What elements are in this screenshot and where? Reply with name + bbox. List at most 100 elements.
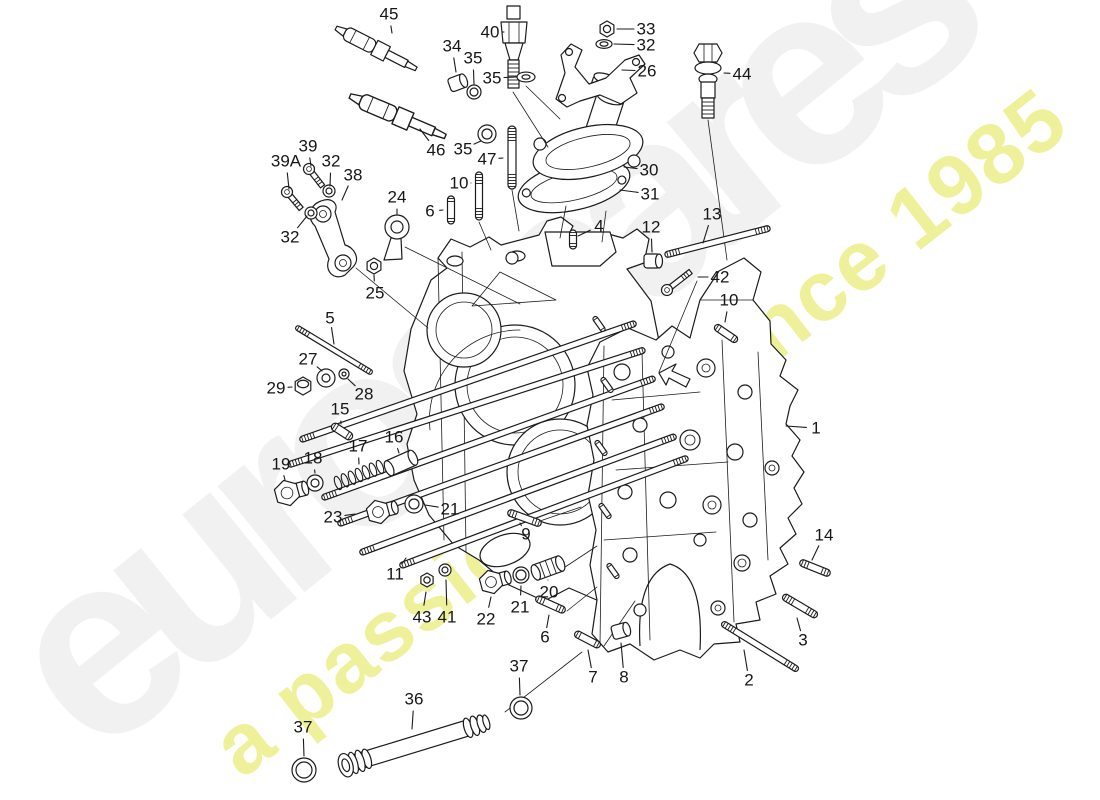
bolt-44 bbox=[693, 43, 723, 119]
part-screw-39a bbox=[280, 185, 304, 212]
part-number-label: 42 bbox=[711, 268, 730, 287]
part-washer-28 bbox=[338, 368, 350, 380]
callout-36: 36 bbox=[405, 690, 423, 730]
part-number-label: 15 bbox=[331, 400, 350, 419]
part-stud-10-top bbox=[474, 171, 484, 221]
part-spring-17 bbox=[333, 459, 385, 491]
part-oring-37a bbox=[509, 696, 533, 720]
part-number-label: 10 bbox=[450, 174, 469, 193]
callout-44: 44 bbox=[723, 65, 751, 84]
part-screw-39 bbox=[302, 162, 326, 189]
part-number-label: 14 bbox=[815, 526, 834, 545]
callout-11: 11 bbox=[386, 557, 407, 584]
part-number-label: 9 bbox=[521, 525, 530, 544]
part-number-label: 21 bbox=[441, 500, 460, 519]
mount-bracket-38 bbox=[309, 199, 357, 278]
part-number-label: 43 bbox=[413, 608, 432, 627]
crankcase-right-half bbox=[586, 257, 805, 661]
part-stud-3 bbox=[781, 593, 819, 619]
part-number-label: 5 bbox=[325, 309, 334, 328]
callout-39A: 39A bbox=[271, 152, 302, 190]
part-washer-18 bbox=[306, 474, 324, 492]
callout-41: 41 bbox=[438, 579, 456, 627]
part-washer-32b bbox=[322, 184, 336, 198]
part-head-stud-a bbox=[299, 320, 637, 443]
part-rod-11 bbox=[399, 455, 689, 569]
part-number-label: 45 bbox=[380, 5, 399, 24]
part-sleeve-16 bbox=[383, 449, 419, 477]
part-fitting-23 bbox=[365, 499, 399, 525]
part-number-label: 6 bbox=[540, 628, 549, 647]
callout-40: 40 bbox=[481, 23, 505, 42]
part-rod-5 bbox=[295, 325, 373, 375]
callout-31: 31 bbox=[619, 185, 660, 204]
part-nut-33 bbox=[599, 20, 615, 38]
part-number-label: 18 bbox=[304, 449, 323, 468]
callout-1: 1 bbox=[785, 419, 821, 438]
callout-21: 21 bbox=[424, 500, 460, 519]
part-number-label: 21 bbox=[511, 598, 530, 617]
part-number-label: 39 bbox=[299, 137, 318, 156]
part-washer-35b bbox=[516, 71, 536, 83]
part-washer-32a bbox=[595, 38, 613, 49]
part-number-label: 3 bbox=[798, 631, 807, 650]
part-number-label: 2 bbox=[744, 671, 753, 690]
part-stud-4 bbox=[568, 229, 578, 250]
part-plug-8 bbox=[610, 621, 632, 640]
part-stud-9 bbox=[507, 509, 542, 527]
part-number-label: 6 bbox=[425, 202, 434, 221]
part-washer-41 bbox=[438, 563, 452, 577]
part-plug-22 bbox=[478, 569, 512, 595]
callout-32: 32 bbox=[322, 152, 341, 187]
callout-37: 37 bbox=[294, 718, 313, 757]
part-number-label: 27 bbox=[299, 350, 318, 369]
part-number-label: 46 bbox=[427, 141, 446, 160]
part-number-label: 10 bbox=[720, 291, 739, 310]
part-number-label: 32 bbox=[322, 152, 341, 171]
part-number-label: 35 bbox=[454, 140, 473, 159]
part-flange-stud-2 bbox=[600, 376, 614, 394]
part-rod-2 bbox=[720, 620, 800, 672]
callout-12: 12 bbox=[642, 218, 660, 253]
part-number-label: 31 bbox=[641, 185, 660, 204]
part-number-label: 34 bbox=[443, 37, 462, 56]
part-flange-stud-4 bbox=[598, 502, 612, 520]
part-number-label: 32 bbox=[637, 36, 656, 55]
part-stud-10-right bbox=[713, 323, 739, 344]
part-seal-21b bbox=[512, 566, 530, 584]
part-stud-47 bbox=[507, 125, 517, 190]
part-number-label: 20 bbox=[540, 583, 559, 602]
glow-plug-46 bbox=[345, 86, 450, 146]
callout-39: 39 bbox=[299, 137, 318, 167]
callout-10: 10 bbox=[450, 174, 472, 193]
part-washer-27 bbox=[316, 368, 336, 388]
callout-30: 30 bbox=[623, 161, 659, 180]
callout-45: 45 bbox=[380, 5, 399, 34]
callout-32: 32 bbox=[613, 36, 656, 55]
part-plug-12 bbox=[643, 253, 664, 269]
part-number-label: 33 bbox=[637, 20, 656, 39]
part-stud-7 bbox=[574, 630, 601, 649]
generated-parts bbox=[273, 20, 831, 783]
callout-46: 46 bbox=[419, 128, 446, 160]
callout-34: 34 bbox=[443, 37, 462, 73]
part-stud-6-top bbox=[446, 195, 456, 225]
callout-35: 35 bbox=[464, 49, 482, 85]
part-number-label: 37 bbox=[294, 718, 313, 737]
callout-3: 3 bbox=[796, 617, 808, 650]
part-number-label: 30 bbox=[640, 161, 659, 180]
callout-16: 16 bbox=[385, 428, 403, 454]
callout-26: 26 bbox=[621, 62, 656, 81]
part-nut-29 bbox=[294, 376, 312, 396]
part-number-label: 7 bbox=[588, 668, 597, 687]
part-number-label: 4 bbox=[594, 217, 603, 236]
callout-28: 28 bbox=[347, 378, 373, 404]
part-stud-15 bbox=[330, 422, 354, 441]
part-nut-43 bbox=[420, 572, 434, 588]
part-number-label: 40 bbox=[481, 23, 500, 42]
exploded-view-artwork: 4540343535333226444635473939A32382410632… bbox=[267, 5, 834, 783]
part-washer-32c bbox=[304, 206, 318, 220]
callout-35: 35 bbox=[483, 69, 518, 88]
